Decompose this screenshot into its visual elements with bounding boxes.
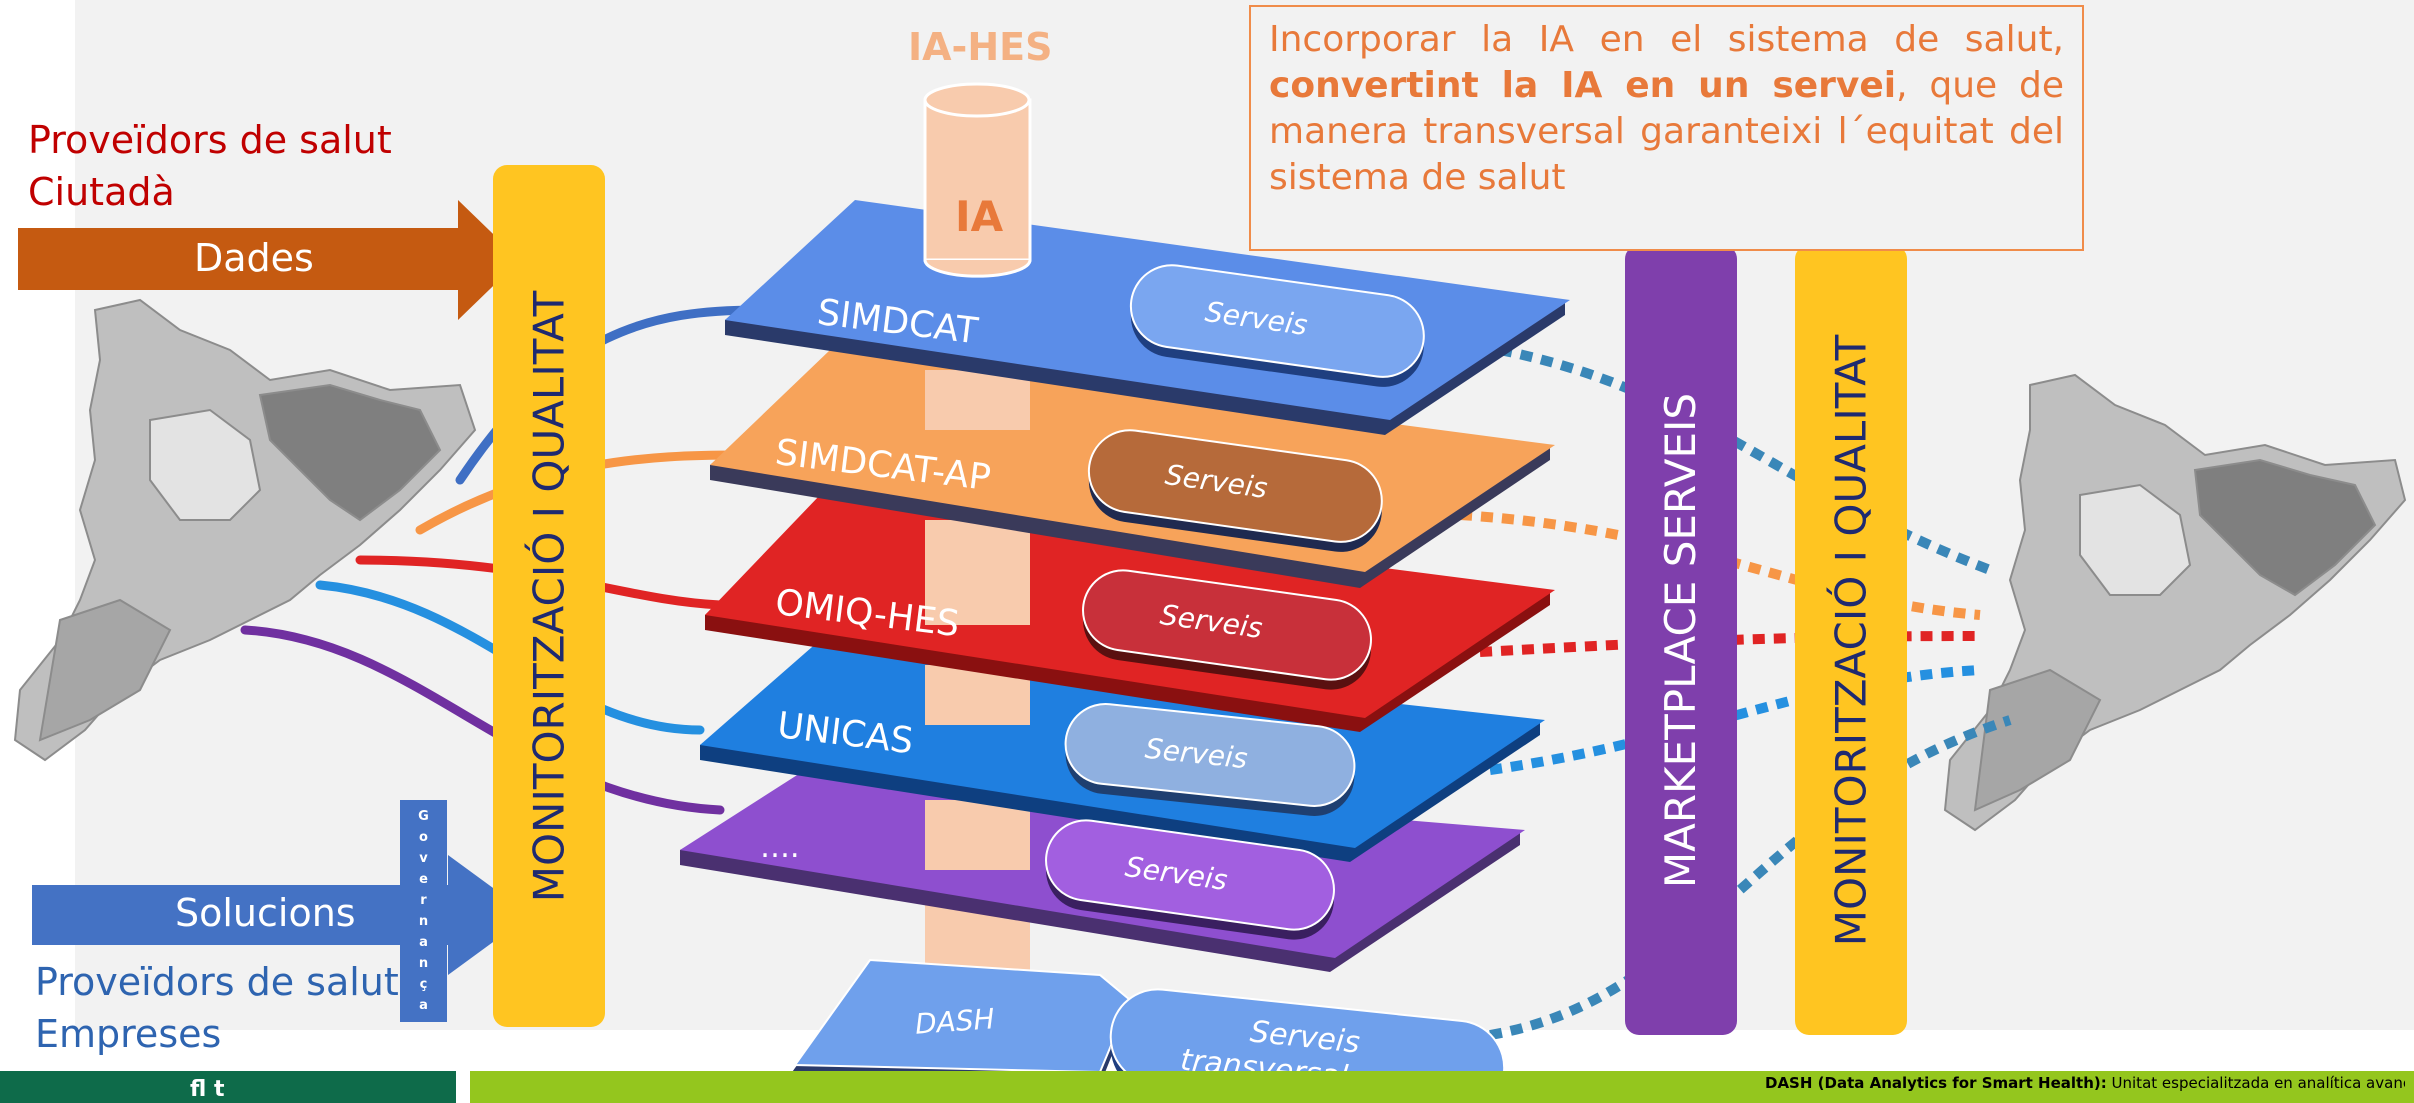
providers-bottom-line1: Proveïdors de salut (35, 960, 399, 1004)
cylinder-top-bottom (923, 259, 1032, 278)
info-text-bold: convertint la IA en un servei (1269, 65, 1897, 106)
providers-top-line2: Ciutadà (28, 170, 175, 214)
footer-left-band: fl t (0, 1071, 456, 1103)
footer-right-band (470, 1071, 2414, 1103)
service-pill-simdcat (1129, 264, 1425, 387)
layer-label-dots: …. (760, 830, 800, 865)
data-arrow (18, 200, 520, 320)
governance-letter: a (419, 935, 428, 950)
dash-label: DASH (913, 1002, 996, 1041)
footer-left-text: fl t (190, 1077, 225, 1102)
marketplace-bar: MARKETPLACE SERVEIS (1625, 245, 1737, 1035)
right-catalonia-map (1943, 373, 2407, 832)
footer-note-bold: DASH (Data Analytics for Smart Health): (1765, 1074, 2107, 1092)
providers-top-line1: Proveïdors de salut (28, 118, 392, 162)
governance-letter: ç (419, 977, 428, 992)
footer-note-text: Unitat especialitzada en analítica avanç… (2111, 1074, 2405, 1092)
footer-note: DASH (Data Analytics for Smart Health): … (1765, 1074, 2405, 1092)
cylinder-top-body (923, 98, 1032, 262)
providers-bottom-line2: Empreses (35, 1012, 222, 1056)
info-box: Incorporar la IA en el sistema de salut,… (1249, 5, 2084, 251)
center-title: IA-HES (908, 25, 1053, 69)
left-monitoring-bar: MONITORITZACIÓ I QUALITAT (493, 165, 605, 1027)
governance-letter: n (418, 956, 429, 971)
service-pill-dots (1045, 819, 1335, 940)
governance-letter: v (419, 851, 428, 866)
marketplace-label: MARKETPLACE SERVEIS (1656, 392, 1706, 888)
cylinder-segment-4 (925, 800, 1030, 870)
cylinder-segment-1 (925, 370, 1030, 430)
right-monitoring-label: MONITORITZACIÓ I QUALITAT (1826, 334, 1876, 946)
governance-letter: n (418, 914, 429, 929)
info-text-after: , que de manera transversal garanteixi l… (1269, 65, 2064, 198)
cylinder-label: IA (955, 192, 1004, 241)
cylinder-top-cap (923, 82, 1031, 118)
solutions-arrow-label: Solucions (175, 891, 356, 935)
right-monitoring-bar: MONITORITZACIÓ I QUALITAT (1795, 245, 1907, 1035)
governance-letter: G (418, 809, 429, 824)
left-monitoring-label: MONITORITZACIÓ I QUALITAT (524, 290, 574, 902)
governance-letter: o (419, 830, 428, 845)
info-text-before: Incorporar la IA en el sistema de salut, (1269, 19, 2064, 60)
right-connectors (1459, 345, 2012, 1040)
service-pill-simdcat-ap (1087, 429, 1383, 552)
data-arrow-label: Dades (194, 236, 314, 280)
service-pill-omiq (1082, 569, 1372, 690)
governance-letter: e (419, 872, 428, 887)
cylinder-segment-2 (925, 520, 1030, 625)
left-catalonia-map (13, 298, 477, 762)
governance-letter: r (420, 893, 427, 908)
service-pill-unicas (1064, 703, 1356, 816)
dash-block (790, 958, 1132, 1085)
governance-letter: a (419, 998, 428, 1013)
